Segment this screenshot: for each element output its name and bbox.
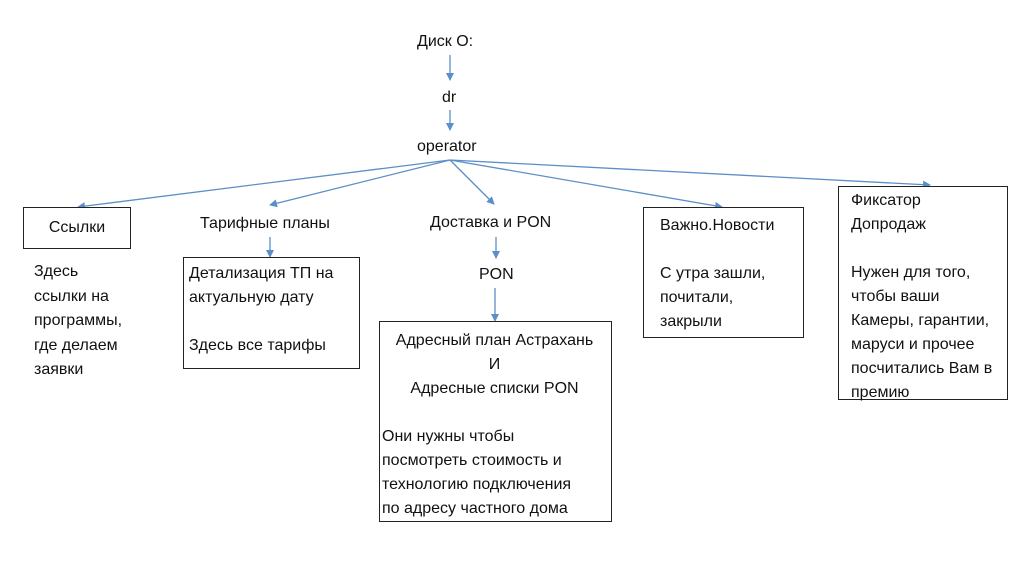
links-description: Здесь ссылки на программы, где делаем за… <box>34 260 122 383</box>
news-body-line: С утра зашли, <box>660 265 766 282</box>
node-upsell-tracker: Фиксатор Допродаж Нужен для того, чтобы … <box>838 186 1008 401</box>
links-desc-line: где делаем <box>34 336 118 354</box>
node-delivery-title: Доставка и PON <box>430 214 552 231</box>
node-root-disk: Диск O: <box>417 33 474 50</box>
address-body-line: посмотреть стоимость и <box>382 452 562 469</box>
address-body-line: Они нужны чтобы <box>382 428 515 445</box>
address-heading-line: Адресные списки PON <box>410 380 579 397</box>
tariffs-box-note: Здесь все тарифы <box>189 337 326 354</box>
node-tariffs-detail: Детализация ТП на актуальную дату Здесь … <box>183 257 360 369</box>
arrow-operator-to-delivery <box>449 159 495 205</box>
links-desc-line: ссылки на <box>34 287 109 305</box>
arrow-operator-to-links <box>77 159 451 211</box>
arrow-operator-to-news <box>449 159 723 210</box>
upsell-body-line: чтобы ваши <box>851 288 940 305</box>
tariffs-box-line: Детализация ТП на <box>189 265 334 282</box>
links-desc-line: программы, <box>34 312 123 329</box>
node-pon: PON <box>479 266 514 283</box>
node-news: Важно.Новости С утра зашли, почитали, за… <box>643 207 804 338</box>
address-heading-line: Адресный план Астрахань <box>395 332 594 349</box>
links-desc-line: заявки <box>34 361 84 378</box>
address-body-line: по адресу частного дома <box>382 500 568 517</box>
address-heading-line: И <box>488 356 501 373</box>
node-operator: operator <box>417 138 477 155</box>
upsell-title-line: Фиксатор <box>851 192 921 209</box>
upsell-body-line: премию <box>851 384 910 401</box>
news-title: Важно.Новости <box>660 217 775 234</box>
news-body-line: почитали, <box>660 289 734 306</box>
upsell-title-line: Допродаж <box>851 216 926 233</box>
upsell-body-line: посчитались Вам в <box>851 360 993 377</box>
upsell-body-line: маруси и прочее <box>851 336 975 353</box>
upsell-body-line: Нужен для того, <box>851 264 971 281</box>
address-body-line: технологию подключения <box>382 476 572 493</box>
node-dr: dr <box>442 89 457 106</box>
arrow-operator-to-upsell <box>449 159 931 189</box>
address-plan-heading: Адресный план Астрахань И Адресные списк… <box>382 329 611 401</box>
tariffs-box-line: актуальную дату <box>189 289 314 306</box>
news-body-line: закрыли <box>660 313 722 330</box>
node-tariffs-title: Тарифные планы <box>200 215 330 232</box>
node-address-plan: Адресный план Астрахань И Адресные списк… <box>379 321 612 522</box>
links-title: Ссылки <box>48 219 106 236</box>
upsell-body-line: Камеры, гарантии, <box>851 312 990 329</box>
node-links: Ссылки <box>23 207 131 249</box>
arrow-operator-to-tariffs <box>269 159 451 208</box>
links-desc-line: Здесь <box>34 263 79 280</box>
